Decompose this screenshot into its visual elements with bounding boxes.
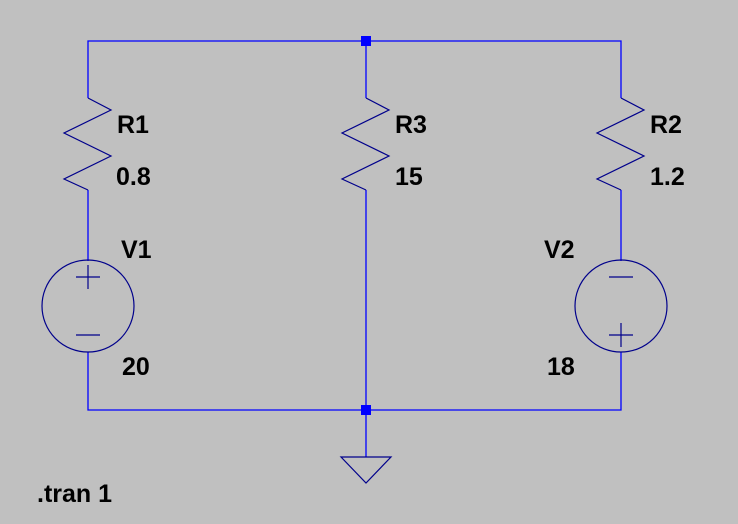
r2-ref-label: R2 bbox=[650, 111, 682, 139]
wire-bottom[interactable] bbox=[87, 352, 622, 411]
plus-icon bbox=[609, 323, 633, 347]
r2-value-label: 1.2 bbox=[650, 163, 685, 191]
v1-value-label: 20 bbox=[122, 353, 150, 381]
junction-top bbox=[361, 36, 371, 46]
r1-ref-label: R1 bbox=[117, 111, 149, 139]
junction-bottom bbox=[361, 405, 371, 415]
spice-directive[interactable]: .tran 1 bbox=[37, 480, 112, 508]
plus-icon bbox=[76, 265, 100, 289]
resistor-r2[interactable] bbox=[595, 97, 646, 191]
r3-ref-label: R3 bbox=[395, 111, 427, 139]
voltage-source-v2[interactable] bbox=[574, 259, 668, 353]
r3-value-label: 15 bbox=[395, 163, 423, 191]
r1-value-label: 0.8 bbox=[116, 163, 151, 191]
wire-top[interactable] bbox=[87, 40, 622, 98]
ground-icon[interactable] bbox=[339, 456, 393, 484]
v2-value-label: 18 bbox=[547, 353, 575, 381]
resistor-r1[interactable] bbox=[62, 97, 113, 191]
resistor-r3[interactable] bbox=[340, 97, 391, 191]
wires[interactable] bbox=[87, 40, 622, 457]
voltage-source-v1[interactable] bbox=[41, 259, 135, 353]
v1-ref-label: V1 bbox=[121, 236, 152, 264]
v2-ref-label: V2 bbox=[544, 236, 575, 264]
